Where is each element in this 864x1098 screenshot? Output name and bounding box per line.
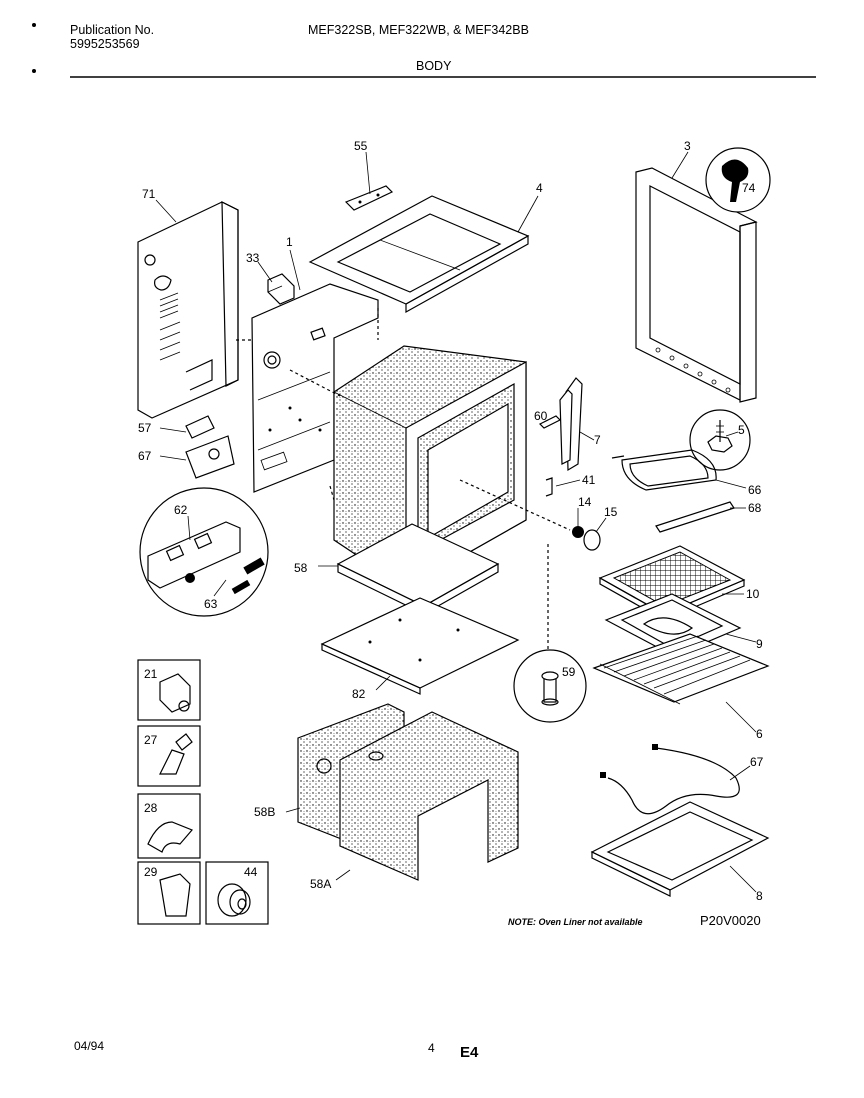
- cavity-bottom-pan: [336, 523, 500, 616]
- callout-label: 14: [578, 495, 592, 509]
- model-numbers: MEF322SB, MEF322WB, & MEF342BB: [308, 23, 529, 37]
- footer-code: E4: [460, 1044, 479, 1061]
- callout-label: 58A: [310, 877, 331, 891]
- callout-label: 3: [684, 139, 691, 153]
- part-41-clip: [545, 477, 553, 497]
- part-82-bottom-plate: [320, 597, 520, 695]
- part-6-oven-rack: [592, 633, 770, 705]
- part-74-inset: [705, 147, 771, 213]
- callout-label: 74: [742, 181, 756, 195]
- callout-label: 15: [604, 505, 618, 519]
- part-10-broiler-grid: [598, 545, 746, 622]
- callout-label: 58: [294, 561, 308, 575]
- part-87-bracket: [185, 435, 235, 479]
- part-60-hinge-mount: [538, 415, 562, 429]
- part-67-wire: [600, 744, 740, 815]
- publication-number: 5995253569: [70, 37, 140, 51]
- part-59-inset: [513, 649, 587, 723]
- drawing-code: P20V0020: [700, 913, 761, 928]
- callout-label: 67: [750, 755, 764, 769]
- callout-label: 66: [748, 483, 762, 497]
- callout-label: 58B: [254, 805, 275, 819]
- part-27-box: [137, 725, 201, 787]
- part-8-bake-element: [590, 801, 770, 897]
- callout-label: 5: [738, 423, 745, 437]
- publication-label: Publication No.: [70, 23, 155, 37]
- callout-label: 57: [138, 421, 152, 435]
- part-21-box: [137, 659, 201, 721]
- part-15-lamp-bulb: [583, 529, 601, 551]
- callout-label: 71: [142, 187, 156, 201]
- leader-lines: [155, 151, 757, 893]
- part-14-lamp-socket: [572, 526, 584, 538]
- callout-label: 59: [562, 665, 576, 679]
- callout-label: 28: [144, 801, 158, 815]
- part-71-side-panel: [137, 201, 239, 419]
- part-44-box: [205, 861, 269, 925]
- callout-label: 44: [244, 865, 258, 879]
- callout-label: 60: [534, 409, 548, 423]
- oven-liner-note: NOTE: Oven Liner not available: [508, 917, 643, 927]
- callout-label: 21: [144, 667, 158, 681]
- part-4-top-panel: [308, 195, 530, 314]
- part-33-bracket: [267, 273, 295, 305]
- part-3-door-frame: [635, 167, 758, 403]
- callout-label: 67: [138, 449, 152, 463]
- callout-label: 7: [594, 433, 601, 447]
- section-title: BODY: [416, 59, 452, 73]
- callout-label: 82: [352, 687, 366, 701]
- callout-label: 33: [246, 251, 260, 265]
- callout-label: 68: [748, 501, 762, 515]
- part-55-bracket: [344, 185, 394, 211]
- part-5-inset: [689, 409, 751, 471]
- callout-label: 29: [144, 865, 158, 879]
- footer-date: 04/94: [74, 1039, 105, 1053]
- part-58A-insulation: [339, 711, 519, 881]
- callout-labels: 55 3 4 71 74 33 1 57 60 7 5 67 41 66 14 …: [138, 139, 764, 903]
- part-57-plate: [185, 415, 215, 439]
- callout-label: 1: [286, 235, 293, 249]
- assembly-guide-lines: [236, 308, 571, 650]
- part-1-rear-panel: [251, 283, 379, 493]
- callout-label: 4: [536, 181, 543, 195]
- part-29-box: [137, 861, 201, 925]
- part-7-hinge: [559, 377, 583, 472]
- callout-label: 9: [756, 637, 763, 651]
- part-68-shield: [655, 501, 735, 533]
- part-28-box: [137, 793, 201, 859]
- part-58-oven-cavity: [333, 345, 527, 590]
- part-62-inset: [139, 487, 269, 617]
- footer-page-number: 4: [428, 1041, 435, 1055]
- callout-label: 10: [746, 587, 760, 601]
- margin-dot: [32, 69, 36, 73]
- callout-label: 8: [756, 889, 763, 903]
- margin-dot: [32, 23, 36, 27]
- callout-label: 55: [354, 139, 368, 153]
- callout-label: 27: [144, 733, 158, 747]
- callout-label: 6: [756, 727, 763, 741]
- callout-label: 62: [174, 503, 188, 517]
- callout-label: 63: [204, 597, 218, 611]
- callout-label: 41: [582, 473, 596, 487]
